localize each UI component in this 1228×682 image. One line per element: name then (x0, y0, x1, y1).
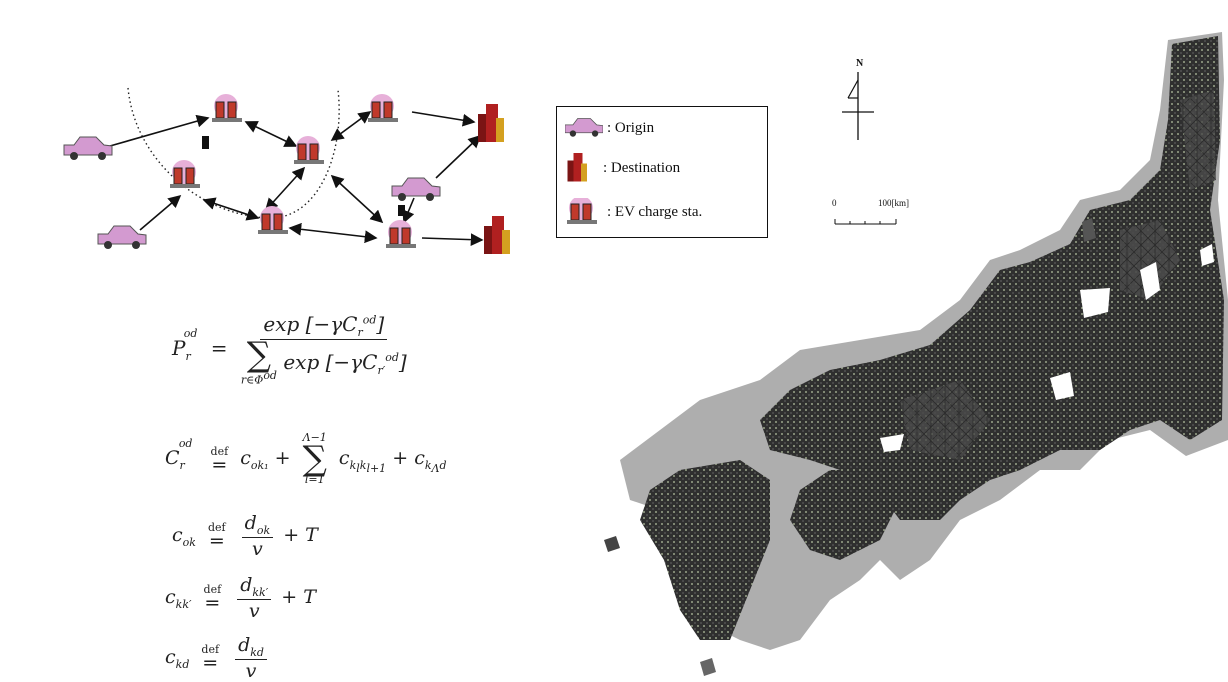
legend-origin-label: : Origin (607, 119, 655, 136)
car-icon (391, 177, 441, 201)
equation-probability: Prod = exp [−γCrod] ∑r∈Φod exp [−γCr′od] (172, 312, 407, 387)
legend-charge-label: : EV charge sta. (607, 203, 703, 220)
building-icon (484, 216, 510, 254)
north-label: N (856, 58, 864, 69)
car-icon (63, 136, 113, 160)
equation-route-cost: Crod def= cok₁ + Λ−1∑l=1 cklkl+1 + ckΛd (165, 431, 447, 486)
ev-charge-station-icon (567, 198, 597, 224)
building-icon (567, 153, 587, 182)
legend: : Origin : Destination : EV charge sta. (556, 106, 768, 238)
car-icon (97, 225, 147, 249)
ev-charge-station-icon (368, 94, 398, 122)
legend-destination: : Destination (565, 153, 680, 183)
compass-icon (842, 72, 874, 140)
ev-charge-station-icon (258, 206, 288, 234)
scale-end: 100[km] (878, 198, 909, 208)
equation-link-cost: ckk′ def= dkk′v + T (165, 574, 316, 622)
ev-charge-station-icon (212, 94, 242, 122)
ev-charge-station-icon (294, 136, 324, 164)
legend-charge-station: : EV charge sta. (565, 197, 702, 227)
network-diagram (63, 87, 510, 254)
legend-destination-label: : Destination (603, 159, 681, 176)
ev-charge-station-icon (170, 160, 200, 188)
car-icon (565, 118, 603, 137)
scale-start: 0 (832, 198, 837, 208)
legend-origin: : Origin (565, 113, 654, 143)
building-icon (478, 104, 504, 142)
ev-charge-station-icon (386, 220, 416, 248)
